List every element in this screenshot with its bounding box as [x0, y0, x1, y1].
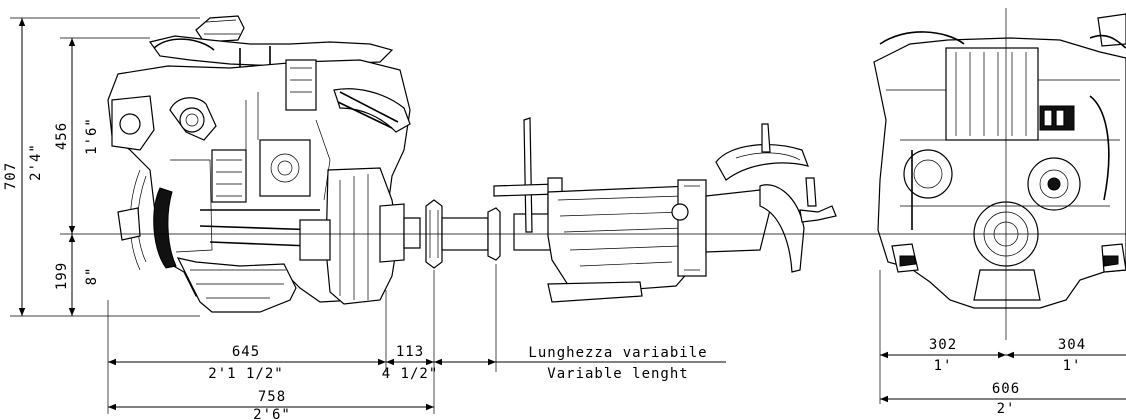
- vertical-dimensions: [10, 17, 200, 317]
- dim-front-left-mm: 302: [929, 337, 957, 353]
- dim-coupling-length-mm: 113: [396, 344, 424, 360]
- drive-unit: [493, 117, 837, 303]
- dim-coupling-length-ft: 4 1/2": [382, 366, 439, 382]
- dim-front-width-mm: 606: [992, 381, 1020, 397]
- dim-front-left-ft: 1': [934, 358, 953, 374]
- dim-front-right-mm: 304: [1058, 337, 1086, 353]
- dim-front-width-ft: 2': [997, 401, 1016, 417]
- dim-total-length-ft: 2'6": [253, 407, 291, 420]
- dim-engine-length-mm: 645: [232, 344, 260, 360]
- dim-front-right-ft: 1': [1063, 358, 1082, 374]
- dim-upper-height-mm: 456: [54, 122, 70, 150]
- dim-shaft-length-en: Variable lenght: [547, 366, 688, 382]
- dim-shaft-length-it: Lunghezza variabile: [528, 345, 707, 361]
- dim-lower-height-ft: 8": [84, 267, 100, 286]
- dim-lower-height-mm: 199: [54, 262, 70, 290]
- dim-total-length-mm: 758: [258, 389, 286, 405]
- horizontal-dimensions-side: [107, 264, 726, 414]
- dim-overall-height-ft: 2'4": [28, 143, 44, 181]
- centerlines: [60, 8, 1126, 340]
- dim-upper-height-ft: 1'6": [84, 117, 100, 155]
- horizontal-dimensions-front: [879, 270, 1126, 404]
- engine-front-view: [873, 13, 1126, 309]
- dim-engine-length-ft: 2'1 1/2": [208, 366, 283, 382]
- dim-overall-height-mm: 707: [3, 162, 19, 190]
- engine-side-view: [107, 15, 421, 313]
